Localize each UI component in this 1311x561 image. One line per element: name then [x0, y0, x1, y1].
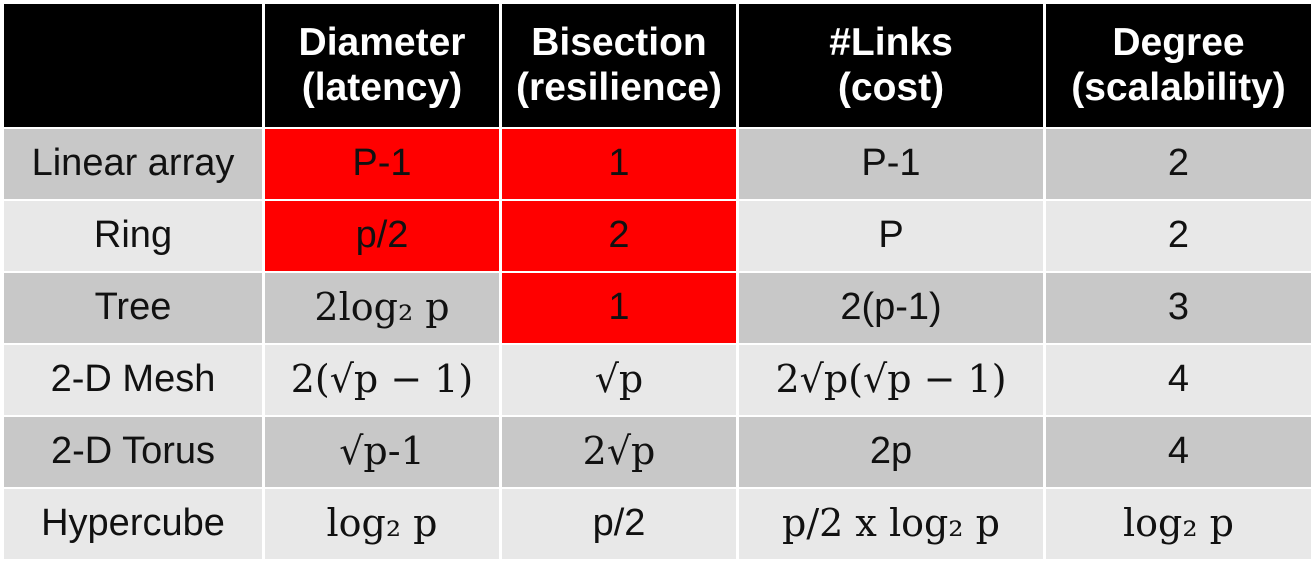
- header-links: #Links (cost): [739, 4, 1043, 127]
- cell-tree-bisection: 1: [502, 273, 736, 343]
- header-bisection: Bisection (resilience): [502, 4, 736, 127]
- cell-2d-mesh-links: 2√p(√p − 1): [739, 345, 1043, 415]
- header-degree-title: Degree: [1112, 20, 1245, 64]
- cell-hypercube-links: p/2 x log₂ p: [739, 489, 1043, 559]
- cell-ring-degree: 2: [1046, 201, 1311, 271]
- cell-linear-array-bisection: 1: [502, 129, 736, 199]
- header-diameter: Diameter (latency): [265, 4, 499, 127]
- cell-2d-torus-diameter: √p-1: [265, 417, 499, 487]
- cell-ring-bisection: 2: [502, 201, 736, 271]
- header-degree: Degree (scalability): [1046, 4, 1311, 127]
- cell-tree-diameter: 2log₂ p: [265, 273, 499, 343]
- cell-hypercube-degree: log₂ p: [1046, 489, 1311, 559]
- cell-hypercube-diameter: log₂ p: [265, 489, 499, 559]
- header-links-subtitle: (cost): [837, 65, 945, 109]
- header-bisection-subtitle: (resilience): [516, 65, 722, 109]
- network-topology-table: Diameter (latency) Bisection (resilience…: [4, 4, 1311, 559]
- row-name-tree: Tree: [4, 273, 262, 343]
- row-name-hypercube: Hypercube: [4, 489, 262, 559]
- header-links-title: #Links: [829, 20, 953, 64]
- cell-tree-degree: 3: [1046, 273, 1311, 343]
- cell-linear-array-links: P-1: [739, 129, 1043, 199]
- row-name-2d-torus: 2-D Torus: [4, 417, 262, 487]
- cell-2d-mesh-degree: 4: [1046, 345, 1311, 415]
- header-corner: [4, 4, 262, 127]
- cell-hypercube-bisection: p/2: [502, 489, 736, 559]
- cell-tree-links: 2(p-1): [739, 273, 1043, 343]
- cell-ring-links: P: [739, 201, 1043, 271]
- cell-linear-array-degree: 2: [1046, 129, 1311, 199]
- header-diameter-subtitle: (latency): [301, 65, 463, 109]
- row-name-linear-array: Linear array: [4, 129, 262, 199]
- cell-2d-torus-degree: 4: [1046, 417, 1311, 487]
- row-name-2d-mesh: 2-D Mesh: [4, 345, 262, 415]
- cell-linear-array-diameter: P-1: [265, 129, 499, 199]
- cell-ring-diameter: p/2: [265, 201, 499, 271]
- cell-2d-torus-bisection: 2√p: [502, 417, 736, 487]
- header-bisection-title: Bisection: [531, 20, 707, 64]
- cell-2d-torus-links: 2p: [739, 417, 1043, 487]
- row-name-ring: Ring: [4, 201, 262, 271]
- cell-2d-mesh-diameter: 2(√p − 1): [265, 345, 499, 415]
- header-degree-subtitle: (scalability): [1071, 65, 1286, 109]
- header-diameter-title: Diameter: [298, 20, 466, 64]
- cell-2d-mesh-bisection: √p: [502, 345, 736, 415]
